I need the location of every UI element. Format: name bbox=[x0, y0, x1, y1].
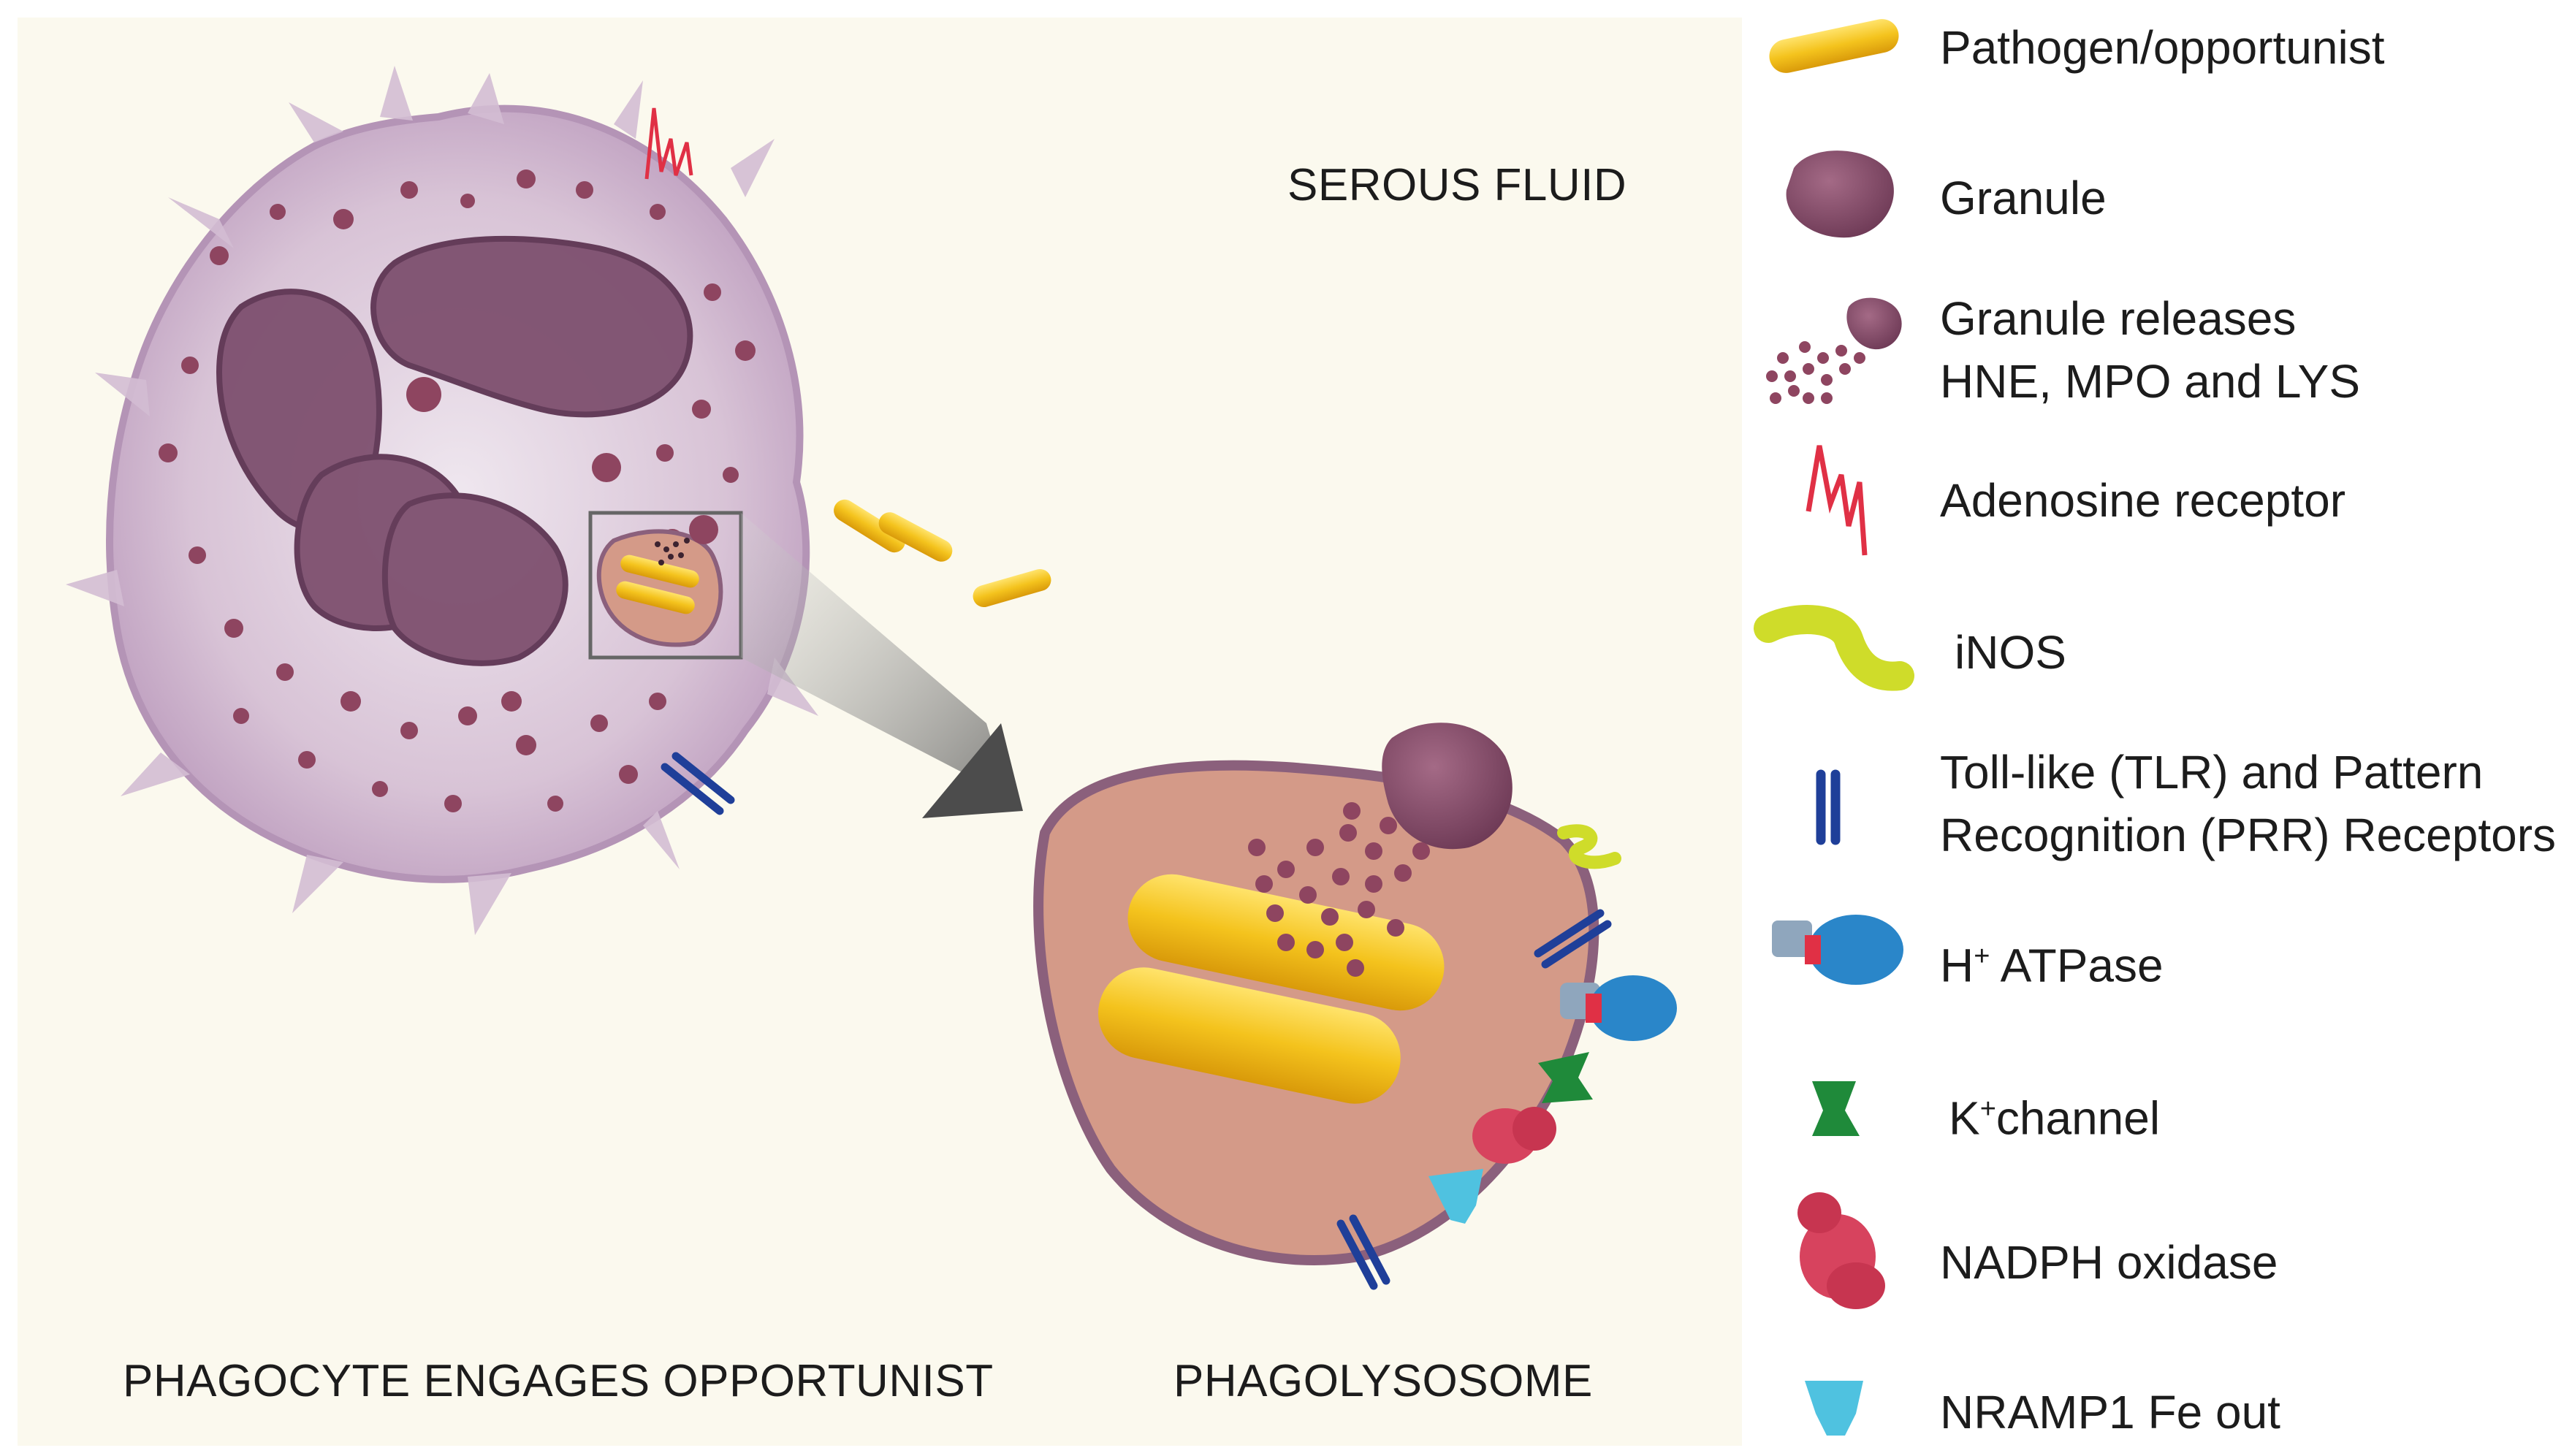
legend-pathogen: Pathogen/opportunist bbox=[1940, 21, 2385, 74]
legend-tlr: Toll-like (TLR) and Pattern Recognition … bbox=[1940, 741, 2556, 866]
legend-h-atpase-sup: + bbox=[1974, 941, 1990, 972]
membrane-nramp1 bbox=[1428, 1169, 1483, 1224]
phagocyte-cell bbox=[66, 66, 818, 935]
legend-granule-release: Granule releases HNE, MPO and LYS bbox=[1940, 287, 2360, 413]
granule-release-icon bbox=[1766, 297, 1902, 404]
legend-k-channel-base: K bbox=[1949, 1091, 1980, 1145]
legend-h-atpase-base: H bbox=[1940, 939, 1974, 992]
membrane-h-atpase bbox=[1560, 975, 1677, 1041]
phagocyte-caption: PHAGOCYTE ENGAGES OPPORTUNIST bbox=[123, 1356, 994, 1406]
legend-granule-release-line2: HNE, MPO and LYS bbox=[1940, 355, 2361, 408]
legend-h-atpase: H+ ATPase bbox=[1940, 925, 2164, 996]
legend-icons bbox=[1754, 19, 1914, 1436]
phagolysosome bbox=[1033, 723, 1677, 1290]
legend-k-channel: K+channel bbox=[1949, 1078, 2160, 1149]
membrane-nadph-oxidase bbox=[1472, 1107, 1556, 1164]
membrane-receptor-2 bbox=[1336, 1214, 1390, 1290]
legend-nramp1: NRAMP1 Fe out bbox=[1940, 1386, 2280, 1438]
h-atpase-icon bbox=[1772, 915, 1903, 985]
legend-tlr-line1: Toll-like (TLR) and Pattern bbox=[1940, 746, 2484, 798]
k-channel-icon bbox=[1812, 1081, 1860, 1136]
membrane-receptor bbox=[1534, 909, 1612, 969]
free-pathogens bbox=[834, 499, 1051, 608]
legend-granule-release-line1: Granule releases bbox=[1940, 292, 2297, 345]
zoom-arrow bbox=[741, 513, 1023, 818]
nadph-oxidase-icon bbox=[1797, 1192, 1885, 1309]
serous-fluid-label: SEROUS FLUID bbox=[1287, 160, 1627, 210]
phagolysosome-caption: PHAGOLYSOSOME bbox=[1173, 1356, 1593, 1406]
tlr-prr-receptor-icon bbox=[1816, 769, 1841, 845]
pathogen-rod-icon bbox=[1769, 19, 1899, 73]
membrane-inos bbox=[1557, 824, 1621, 869]
nramp1-icon bbox=[1805, 1381, 1863, 1436]
legend-k-channel-sup: + bbox=[1979, 1094, 1996, 1124]
cell-receptor bbox=[661, 752, 735, 815]
legend-k-channel-rest: channel bbox=[1995, 1091, 2161, 1145]
granule-icon bbox=[1786, 150, 1894, 238]
legend-inos: iNOS bbox=[1955, 626, 2066, 679]
cell-phagosome bbox=[588, 511, 743, 660]
legend-h-atpase-rest: ATPase bbox=[1990, 939, 2164, 992]
nucleus bbox=[216, 235, 693, 666]
cell-adenosine-receptor bbox=[644, 107, 693, 180]
legend-adenosine: Adenosine receptor bbox=[1940, 474, 2346, 527]
legend-nadph: NADPH oxidase bbox=[1940, 1236, 2278, 1289]
legend-tlr-line2: Recognition (PRR) Receptors bbox=[1940, 809, 2556, 861]
membrane-k-channel bbox=[1538, 1052, 1593, 1103]
inos-icon bbox=[1754, 605, 1914, 691]
adenosine-receptor-icon bbox=[1806, 445, 1868, 556]
legend-granule: Granule bbox=[1940, 172, 2107, 224]
